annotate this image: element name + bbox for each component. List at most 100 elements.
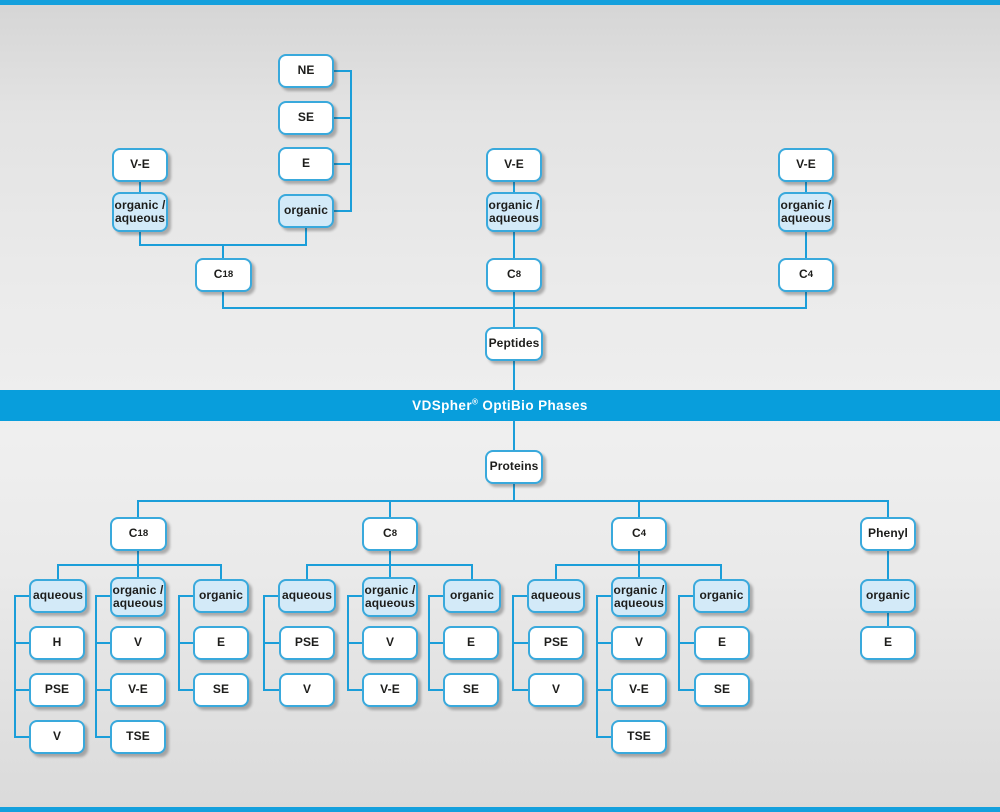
node-ve-peptides-c4: V-E xyxy=(778,148,834,182)
connector-line xyxy=(347,642,363,644)
node-e-peptides: E xyxy=(278,147,334,181)
node-c8-oa-v: V xyxy=(362,626,418,660)
connector-line xyxy=(139,181,141,193)
connector-line xyxy=(222,291,224,309)
connector-line xyxy=(95,595,97,738)
connector-line xyxy=(678,595,694,597)
node-c4-organic: organic xyxy=(693,579,750,613)
connector-line xyxy=(14,642,30,644)
node-c18-aqueous: aqueous xyxy=(29,579,87,613)
node-orgaq-peptides-c8: organic /aqueous xyxy=(486,192,542,232)
connector-line xyxy=(139,231,141,246)
connector-line xyxy=(596,689,612,691)
node-organic-peptides-c18: organic xyxy=(278,194,334,228)
connector-line xyxy=(720,564,722,580)
node-c4-or-se: SE xyxy=(694,673,750,707)
connector-line xyxy=(638,564,640,578)
connector-line xyxy=(14,595,30,597)
node-c18-or-e: E xyxy=(193,626,249,660)
connector-line xyxy=(220,564,222,580)
node-proteins: Proteins xyxy=(485,450,543,484)
connector-line xyxy=(350,70,352,212)
connector-line xyxy=(333,117,352,119)
connector-line xyxy=(333,210,352,212)
connector-line xyxy=(305,227,307,246)
node-ve-peptides-c18: V-E xyxy=(112,148,168,182)
connector-line xyxy=(678,689,695,691)
connector-line xyxy=(263,642,280,644)
connector-line xyxy=(887,500,889,518)
node-ve-peptides-c8: V-E xyxy=(486,148,542,182)
connector-line xyxy=(512,642,529,644)
connector-line xyxy=(596,595,598,738)
node-phenyl-organic: organic xyxy=(860,579,916,613)
node-c18-organic: organic xyxy=(193,579,249,613)
connector-line xyxy=(263,595,279,597)
connector-line xyxy=(887,550,889,580)
bottom-accent-bar xyxy=(0,807,1000,812)
connector-line xyxy=(95,689,111,691)
connector-line xyxy=(638,500,640,518)
node-c4-oa-v: V xyxy=(611,626,667,660)
connector-line xyxy=(137,500,889,502)
connector-line xyxy=(57,564,59,580)
connector-line xyxy=(95,642,111,644)
connector-line xyxy=(805,291,807,309)
title-banner: VDSpher® OptiBio Phases xyxy=(0,390,1000,421)
node-c18-oa-ve: V-E xyxy=(110,673,166,707)
connector-line xyxy=(14,689,30,691)
connector-line xyxy=(14,595,16,738)
connector-line xyxy=(137,500,139,518)
connector-line xyxy=(389,500,391,518)
connector-line xyxy=(333,163,352,165)
node-c4-orgaq: organic /aqueous xyxy=(611,577,667,617)
connector-line xyxy=(263,689,280,691)
node-c4-or-e: E xyxy=(694,626,750,660)
top-accent-bar xyxy=(0,0,1000,5)
connector-line xyxy=(95,595,111,597)
connector-line xyxy=(178,689,194,691)
connector-line xyxy=(222,244,224,259)
node-orgaq-peptides-c4: organic /aqueous xyxy=(778,192,834,232)
connector-line xyxy=(555,564,557,580)
node-c8-orgaq: organic /aqueous xyxy=(362,577,418,617)
node-se: SE xyxy=(278,101,334,135)
connector-line xyxy=(596,736,612,738)
node-c8-or-se: SE xyxy=(443,673,499,707)
connector-line xyxy=(513,291,515,328)
connector-line xyxy=(596,642,612,644)
node-c8-oa-ve: V-E xyxy=(362,673,418,707)
connector-line xyxy=(137,564,139,578)
connector-line xyxy=(513,231,515,259)
node-peptides: Peptides xyxy=(485,327,543,361)
connector-line xyxy=(887,612,889,627)
connector-line xyxy=(137,550,139,566)
connector-line xyxy=(428,642,444,644)
node-c8-aqueous: aqueous xyxy=(278,579,336,613)
connector-line xyxy=(389,564,391,578)
connector-line xyxy=(95,736,111,738)
node-orgaq-peptides-c18: organic /aqueous xyxy=(112,192,168,232)
connector-line xyxy=(389,550,391,566)
node-c18-aq-h: H xyxy=(29,626,85,660)
node-c8-organic: organic xyxy=(443,579,501,613)
connector-line xyxy=(347,595,363,597)
connector-line xyxy=(14,736,30,738)
connector-line xyxy=(428,595,444,597)
node-c8-or-e: E xyxy=(443,626,499,660)
node-c4-oa-ve: V-E xyxy=(611,673,667,707)
node-c18-or-se: SE xyxy=(193,673,249,707)
connector-line xyxy=(638,550,640,566)
connector-line xyxy=(178,595,194,597)
node-phenyl: Phenyl xyxy=(860,517,916,551)
node-c4-oa-tse: TSE xyxy=(611,720,667,754)
connector-line xyxy=(306,564,308,580)
node-c18-orgaq: organic /aqueous xyxy=(110,577,166,617)
connector-line xyxy=(513,360,515,391)
connector-line xyxy=(471,564,473,580)
node-c4-aqueous: aqueous xyxy=(527,579,585,613)
node-c18-aq-pse: PSE xyxy=(29,673,85,707)
